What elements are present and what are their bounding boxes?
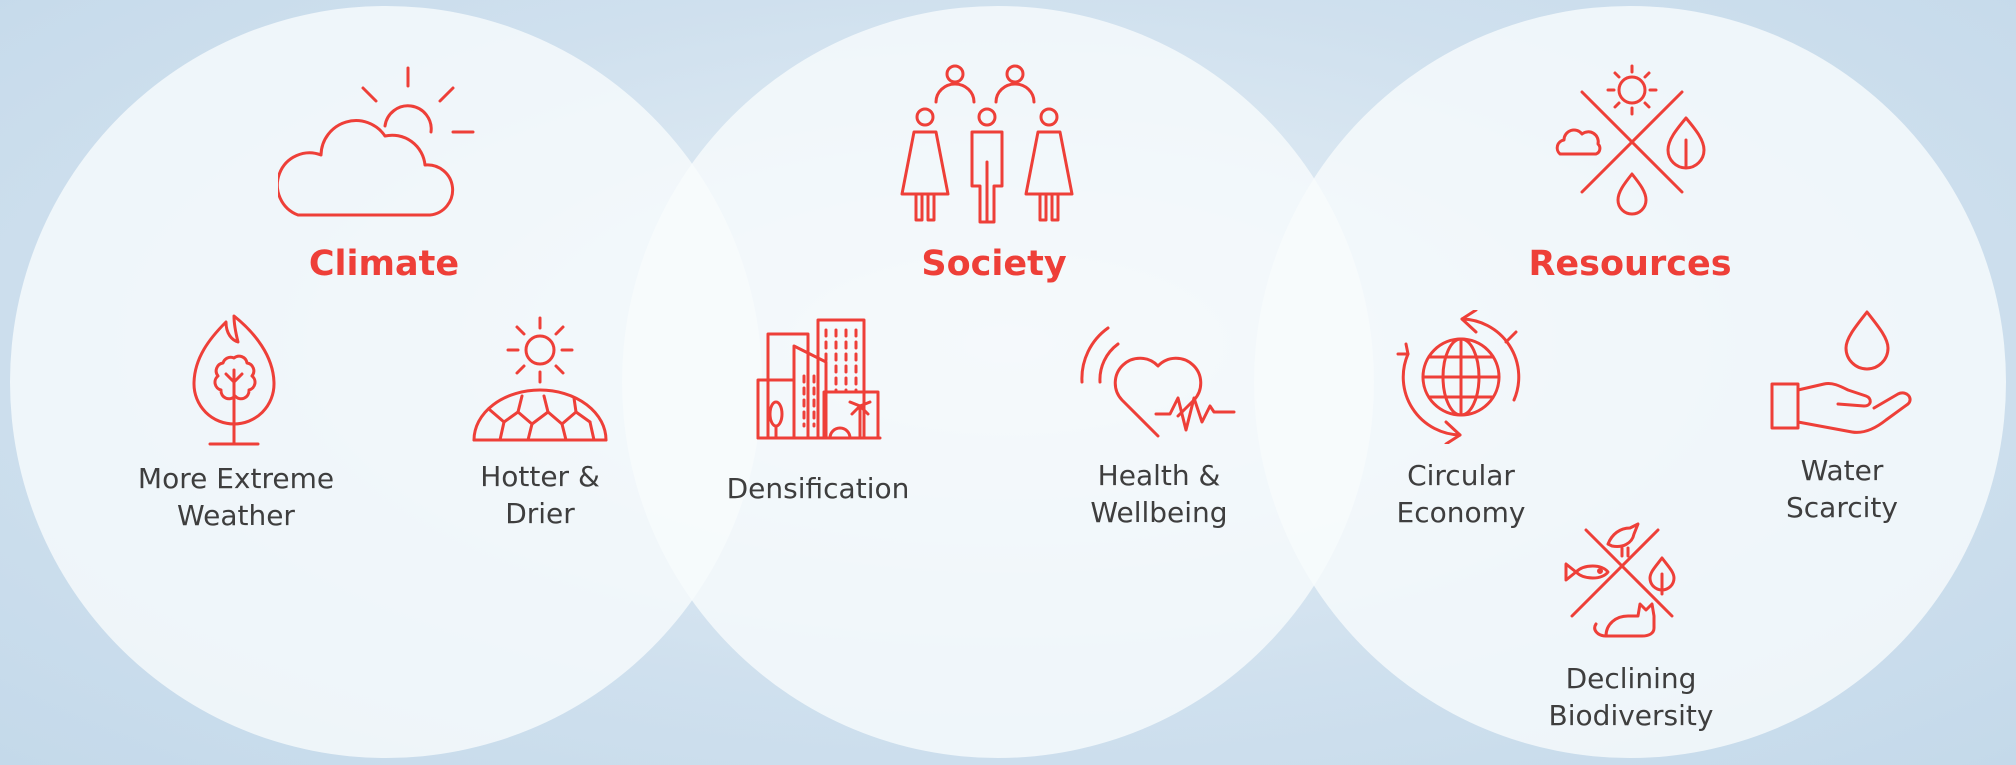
resources-circle [1254,6,2006,758]
item-label-line: Hotter & [480,460,600,493]
item-label-line: Wellbeing [1090,496,1228,529]
item-label-line: Health & [1097,459,1221,492]
biodiversity-cross-icon [1562,506,1682,642]
sun-cloud-icon [278,60,478,220]
hand-water-drop-icon [1768,308,1914,440]
item-label-line: Declining [1565,662,1697,695]
globe-cycle-icon [1394,310,1528,444]
item-more-extreme-weather: More Extreme Weather [106,460,366,534]
heart-heartbeat-icon [1078,318,1238,440]
item-densification: Densification [688,470,948,507]
item-label-line: More Extreme [137,462,335,495]
item-label-line: Economy [1396,496,1526,529]
tree-in-flame-icon [186,312,282,448]
item-label-line: Scarcity [1786,491,1898,524]
city-buildings-icon [756,316,882,442]
item-water-scarcity: Water Scarcity [1712,452,1972,526]
item-hotter-drier: Hotter & Drier [410,458,670,532]
item-label-line: Water [1800,454,1884,487]
item-label-line: Biodiversity [1548,699,1714,732]
item-label-line: Drier [505,497,575,530]
item-declining-biodiversity: Declining Biodiversity [1501,660,1761,734]
people-group-icon [898,62,1076,226]
sun-over-cracked-earth-icon [470,314,610,454]
item-health-wellbeing: Health & Wellbeing [1029,457,1289,531]
item-circular-economy: Circular Economy [1331,457,1591,531]
resources-title: Resources [1528,244,1732,284]
cross-elements-icon [1552,62,1712,222]
climate-title: Climate [308,244,460,284]
item-label-line: Weather [177,499,295,532]
item-label-line: Densification [726,472,910,505]
society-title: Society [921,244,1067,284]
item-label-line: Circular [1407,459,1515,492]
